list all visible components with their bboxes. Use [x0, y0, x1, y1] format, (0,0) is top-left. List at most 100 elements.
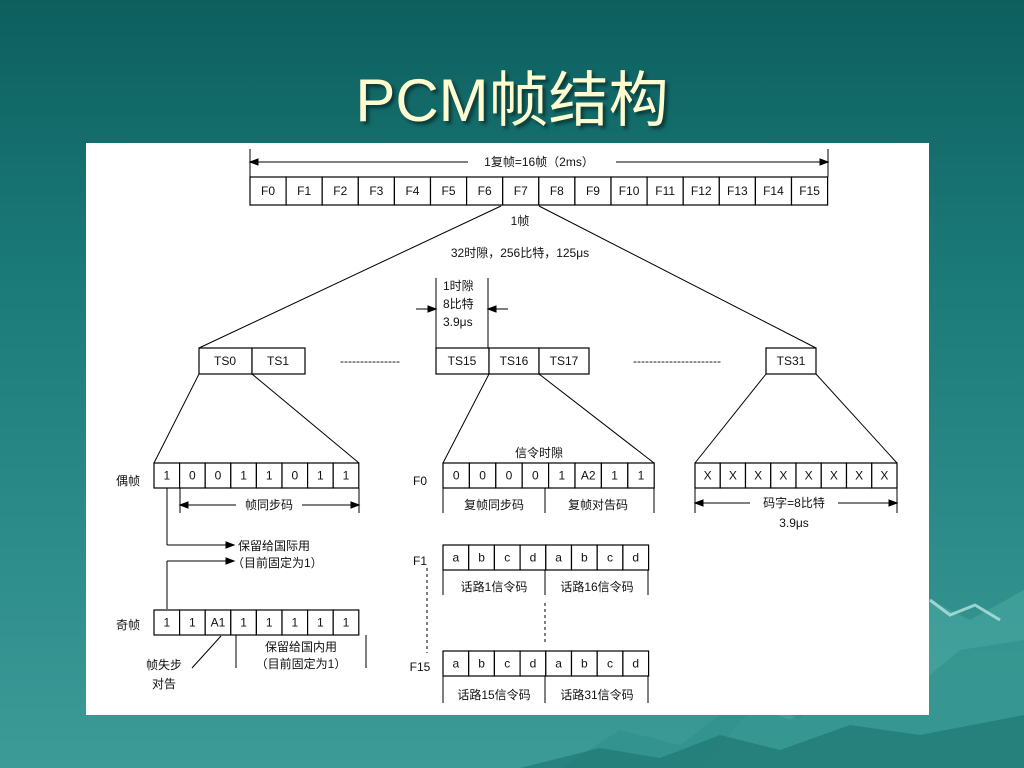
- frame-cell: [502, 176, 540, 206]
- odd-frame-label: 奇帧: [116, 618, 140, 632]
- slide-title: PCM帧结构: [355, 67, 669, 134]
- f1-bit-cell: [468, 544, 496, 571]
- loss-label-line1: 帧失步: [146, 657, 182, 672]
- f0-bit-text: 1: [611, 469, 618, 483]
- frame-cell: [682, 176, 720, 206]
- codeword-bit-text: X: [779, 469, 787, 483]
- mf-sync-label: 复帧同步码: [464, 498, 524, 512]
- ts-ellipsis-1: ---------------: [340, 354, 400, 368]
- even-bit-text: 1: [343, 469, 350, 483]
- f15-bit-text: c: [504, 657, 510, 671]
- frame-cell: [574, 176, 612, 206]
- frame-text: F5: [442, 184, 456, 198]
- frame-cell: [249, 176, 287, 206]
- frame-text: F0: [261, 184, 275, 198]
- frame-cell: [466, 176, 504, 206]
- sig-f0-label: F0: [413, 474, 427, 488]
- odd-bit-text: 1: [317, 616, 324, 630]
- even-bit-text: 0: [291, 469, 298, 483]
- codeword-bit-text: X: [805, 469, 813, 483]
- f1-bit-cell: [570, 544, 598, 571]
- odd-bit-cell: [255, 609, 283, 636]
- odd-bit-cell: [178, 609, 206, 636]
- codeword-bit-cell: [871, 462, 898, 489]
- f0-bit-text: 0: [506, 469, 513, 483]
- frame-text: F15: [799, 184, 820, 198]
- even-bit-text: 1: [163, 469, 170, 483]
- ts17-label: TS17: [550, 354, 579, 368]
- odd-bit-cell: [230, 609, 258, 636]
- f0-bit-cell: [495, 462, 523, 489]
- ts15-label: TS15: [448, 354, 477, 368]
- multiframe-label: 1复帧=16帧（2ms）: [484, 155, 594, 169]
- codeword-label: 码字=8比特: [763, 495, 825, 510]
- f15-bit-text: a: [555, 657, 562, 671]
- sig-f1-label: F1: [413, 554, 427, 568]
- even-bit-text: 0: [215, 469, 222, 483]
- ts-ellipsis-2: ----------------------: [633, 354, 721, 368]
- f15-bit-text: d: [632, 657, 639, 671]
- frame-text: F9: [586, 184, 600, 198]
- f1-bit-text: d: [530, 551, 537, 565]
- odd-bit-text: 1: [163, 616, 170, 630]
- f15-bit-cell: [493, 650, 521, 677]
- ts-info-duration: 3.9μs: [443, 315, 473, 329]
- codeword-bit-text: X: [880, 469, 888, 483]
- ts-info-bits: 8比特: [443, 296, 474, 311]
- f15-bit-cell: [596, 650, 624, 677]
- frame-cell: [357, 176, 395, 206]
- frame-cell: [285, 176, 323, 206]
- f1-bit-cell: [622, 544, 650, 571]
- f0-bit-cell: [521, 462, 550, 489]
- f1-right-label: 话路16信令码: [560, 579, 633, 594]
- ts-info-slot: 1时隙: [443, 279, 474, 293]
- f15-right-label: 话路31信令码: [560, 687, 633, 702]
- even-bit-cell: [230, 462, 258, 489]
- ts0-label: TS0: [214, 354, 236, 368]
- odd-bit-text: 1: [291, 616, 298, 630]
- reserved-domestic-line1: 保留给国内用: [265, 640, 337, 654]
- sig-f15-label: F15: [410, 660, 431, 674]
- f0-bit-cell: [442, 462, 470, 489]
- f15-bit-cell: [622, 650, 650, 677]
- f0-bit-text: 0: [479, 469, 486, 483]
- loss-label-line2: 对告: [152, 677, 176, 691]
- odd-bit-text: 1: [189, 616, 196, 630]
- mf-alarm-label: 复帧对告码: [568, 498, 628, 512]
- codeword-bit-text: X: [855, 469, 863, 483]
- f1-bit-text: a: [555, 551, 562, 565]
- frame-desc: 32时隙，256比特，125μs: [451, 245, 589, 260]
- odd-bit-text: 1: [266, 616, 273, 630]
- f1-bit-cell: [493, 544, 521, 571]
- frame-cell: [538, 176, 576, 206]
- frame-label: 1帧: [511, 214, 530, 228]
- f0-bit-cell: [574, 462, 602, 489]
- odd-bit-cell: [307, 609, 334, 636]
- odd-bit-text: A1: [211, 616, 226, 630]
- f1-bit-cell: [442, 544, 470, 571]
- frame-cell: [790, 176, 829, 206]
- even-bit-text: 1: [317, 469, 324, 483]
- f15-bit-cell: [545, 650, 573, 677]
- even-bit-text: 1: [240, 469, 247, 483]
- frame-text: F6: [478, 184, 492, 198]
- frame-cell: [610, 176, 648, 206]
- f1-bit-text: b: [581, 551, 588, 565]
- f0-bit-cell: [627, 462, 655, 489]
- frame-text: F12: [691, 184, 712, 198]
- f15-bit-cell: [519, 650, 547, 677]
- codeword-bit-cell: [744, 462, 772, 489]
- frame-cell: [321, 176, 359, 206]
- f1-left-label: 话路1信令码: [461, 579, 528, 594]
- frame-text: F3: [369, 184, 383, 198]
- frame-text: F2: [333, 184, 347, 198]
- odd-bit-cell: [204, 609, 232, 636]
- codeword-bit-cell: [820, 462, 848, 489]
- frame-sync-label: 帧同步码: [245, 498, 293, 512]
